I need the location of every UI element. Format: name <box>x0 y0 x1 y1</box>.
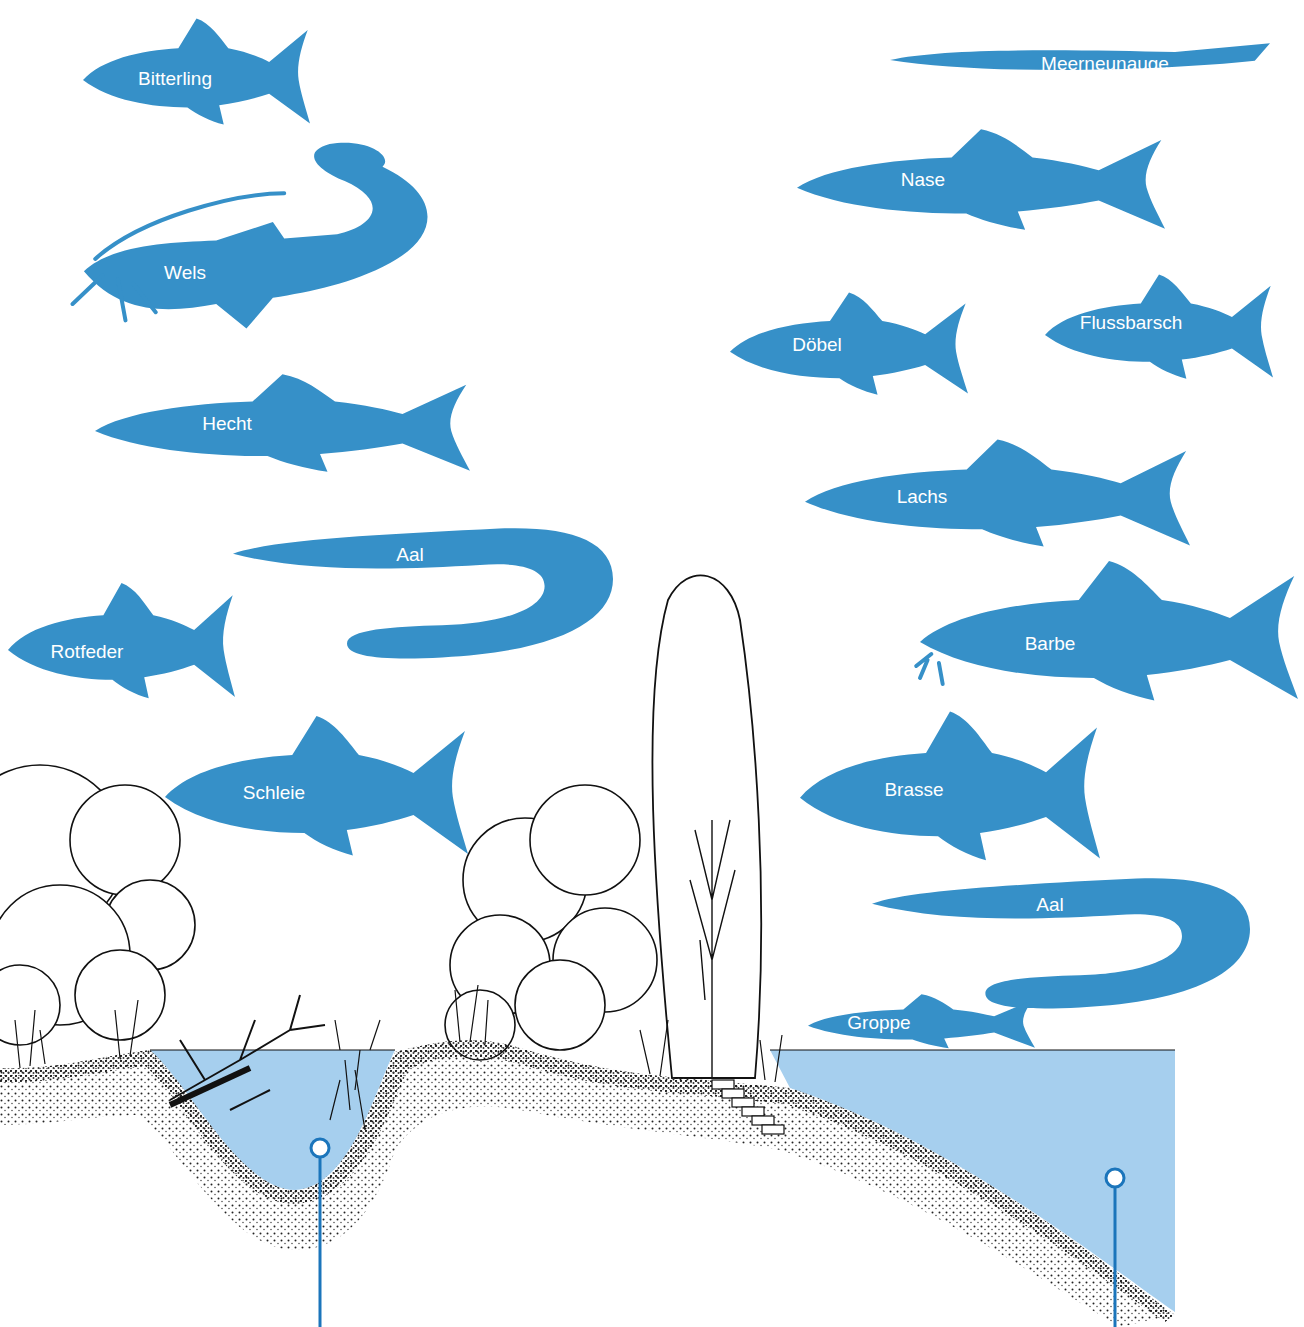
deadwood <box>170 995 325 1110</box>
poplar-tree <box>652 575 761 1078</box>
species-name: Meerneunauge <box>1041 54 1169 73</box>
fish-body <box>808 994 1035 1048</box>
species-name: Groppe <box>847 1013 910 1032</box>
species-name: Aal <box>396 545 423 564</box>
fish-silhouette: Lachs <box>805 435 1190 550</box>
fish-outline <box>920 555 1298 705</box>
species-name: Rotfeder <box>51 642 124 661</box>
fish-body <box>730 292 968 394</box>
fish-outline <box>800 705 1100 865</box>
fish-silhouette: Aal <box>233 523 613 663</box>
barbels <box>916 654 942 684</box>
fish-body <box>805 440 1190 547</box>
fish-body <box>84 143 428 329</box>
species-name: Wels <box>164 263 206 282</box>
leader-line <box>1114 1187 1117 1327</box>
fish-outline <box>8 578 235 702</box>
fish-silhouette: Groppe <box>808 992 1035 1050</box>
fish-outline <box>797 125 1165 233</box>
fish-silhouette: Wels <box>65 140 443 345</box>
ground <box>0 1040 1175 1327</box>
poplar-branches <box>690 820 735 1078</box>
fish-outline <box>730 288 968 398</box>
fish-silhouette: Aal <box>872 873 1250 1013</box>
species-name: Nase <box>901 170 945 189</box>
stone-steps <box>712 1080 784 1134</box>
callout-circle <box>1106 1169 1124 1187</box>
fish-body <box>800 711 1100 860</box>
fish-body <box>797 129 1165 229</box>
river-surface <box>770 1049 1175 1050</box>
fish-outline <box>805 435 1190 550</box>
fish-silhouette: Schleie <box>165 710 468 860</box>
fish-silhouette: Nase <box>797 125 1165 233</box>
fish-silhouette: Meerneunauge <box>890 40 1270 80</box>
reeds <box>15 985 782 1130</box>
fish-body <box>95 374 470 472</box>
callout-markers <box>311 1139 1124 1327</box>
fish-silhouette: Brasse <box>800 705 1100 865</box>
fish-silhouette: Hecht <box>95 370 470 475</box>
callout-circle <box>311 1139 329 1157</box>
fish-body <box>8 583 235 698</box>
species-name: Lachs <box>897 487 948 506</box>
fish-outline <box>165 710 468 860</box>
leader-line <box>319 1157 322 1327</box>
ground-surface <box>0 1040 1175 1322</box>
species-name: Hecht <box>202 414 252 433</box>
fish-body <box>1045 274 1273 378</box>
species-name: Brasse <box>884 780 943 799</box>
fish-outline <box>65 140 443 345</box>
species-name: Bitterling <box>138 69 212 88</box>
fish-outline <box>95 370 470 475</box>
species-name: Flussbarsch <box>1080 313 1182 332</box>
fish-silhouette: Barbe <box>920 555 1298 705</box>
fish-silhouette: Bitterling <box>83 14 310 128</box>
fish-outline <box>808 992 1035 1050</box>
fish-silhouette: Flussbarsch <box>1045 270 1273 382</box>
species-name: Barbe <box>1025 634 1076 653</box>
fish-body <box>83 19 310 125</box>
fish-silhouette: Döbel <box>730 288 968 398</box>
fish-body <box>165 716 468 856</box>
fish-body <box>872 878 1250 1008</box>
fish-body <box>233 528 613 658</box>
barbels <box>73 193 285 320</box>
species-name: Aal <box>1036 895 1063 914</box>
species-name: Döbel <box>792 335 842 354</box>
species-name: Schleie <box>243 783 305 802</box>
fish-body <box>920 561 1298 701</box>
fish-silhouette: Rotfeder <box>8 578 235 702</box>
